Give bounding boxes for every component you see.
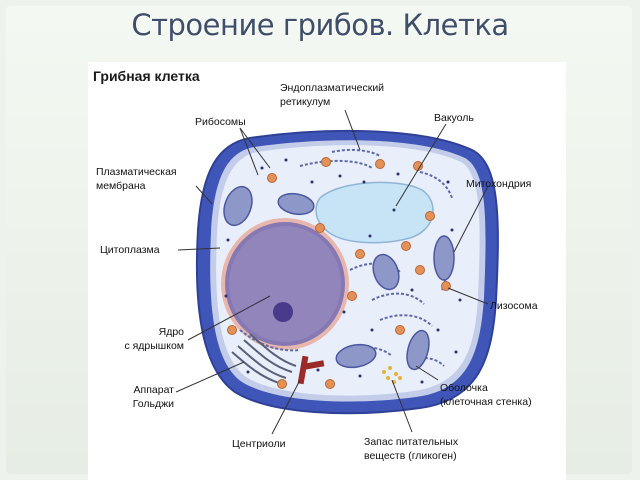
mitochondrion (335, 343, 377, 369)
label-membrane-line1: Плазматическая (96, 166, 177, 178)
ribosomes (224, 158, 462, 384)
mitochondrion (223, 185, 253, 227)
lysosome (267, 173, 277, 183)
mitochondrion (277, 192, 315, 216)
golgi-apparatus (231, 333, 297, 385)
mitochondrion (406, 329, 430, 371)
label-golgi-line2: Гольджи (132, 398, 174, 410)
label-ribosomes: Рибосомы (195, 116, 246, 128)
label-golgi-line1: Аппарат (133, 384, 174, 396)
lysosome (347, 291, 357, 301)
figure-heading: Грибная клетка (93, 68, 200, 84)
slide-title: Строение грибов. Клетка (131, 8, 509, 42)
lysosome (325, 379, 335, 389)
centrioles (297, 355, 325, 385)
label-wall-line1: Оболочка (440, 382, 488, 394)
lysosome (415, 265, 425, 275)
label-er-line1: Эндоплазматический (280, 82, 385, 94)
lysosome (401, 241, 411, 251)
label-nucleus-line1: Ядро (158, 326, 184, 338)
lysosome (425, 211, 435, 221)
lysosome (315, 223, 325, 233)
lysosome (355, 249, 365, 259)
label-er-line2: ретикулум (280, 96, 331, 108)
label-vacuole: Вакуоль (434, 112, 474, 124)
mitochondria (223, 185, 455, 371)
lysosome (277, 379, 287, 389)
lysosome (441, 281, 451, 291)
label-cytoplasm: Цитоплазма (100, 244, 160, 256)
label-nucleus-line2: с ядрышком (124, 340, 184, 352)
mitochondrion (433, 235, 455, 281)
label-centrioles: Центриоли (232, 438, 286, 450)
nucleolus (273, 302, 293, 322)
mitochondrion (372, 253, 400, 291)
leader-lines (175, 109, 489, 435)
label-mitochondrion: Митохондрия (466, 178, 532, 190)
lysosomes (227, 157, 451, 389)
vacuole (315, 181, 434, 244)
nucleus (221, 218, 349, 350)
lysosome (395, 325, 405, 335)
label-glycogen-line1: Запас питательных (364, 436, 459, 448)
lysosome (227, 325, 237, 335)
lysosome (375, 159, 385, 169)
label-glycogen-line2: веществ (гликоген) (364, 450, 457, 462)
label-membrane-line2: мембрана (96, 180, 146, 192)
label-lysosome: Лизосома (490, 300, 538, 312)
lysosome (321, 157, 331, 167)
label-wall-line2: (клеточная стенка) (440, 396, 532, 408)
